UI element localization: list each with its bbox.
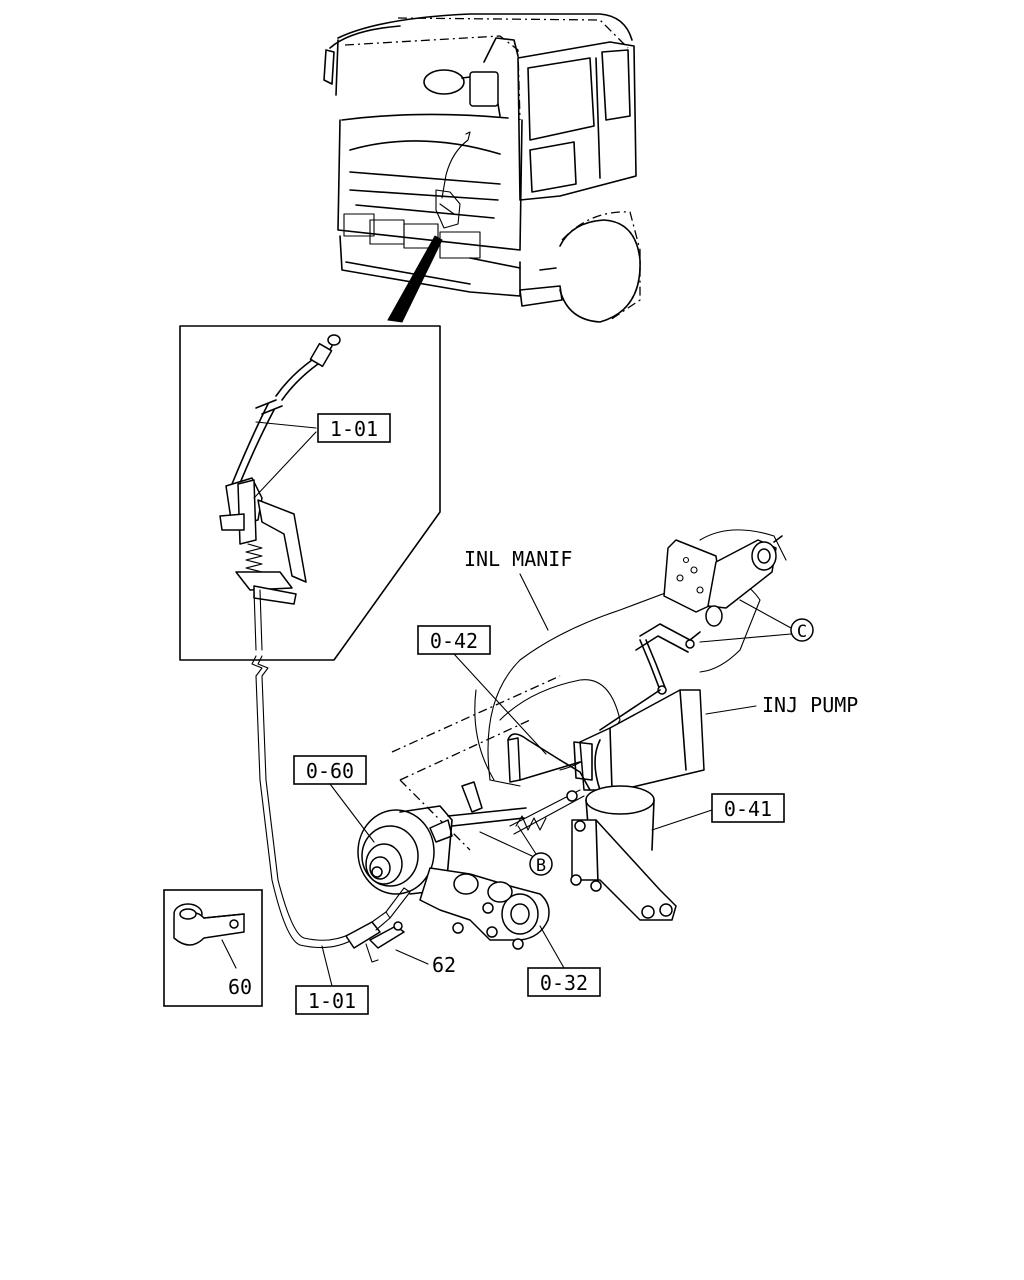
callouts: INL MANIF 0-42 C INJ PUMP 0-60 0-41 B 62 xyxy=(293,547,858,1015)
truck-cab-illustration xyxy=(323,13,641,323)
callout-bolt: 62 xyxy=(432,953,456,977)
label-ref-c: C xyxy=(797,622,807,642)
callout-throttle-link: 0-42 xyxy=(430,629,478,653)
label-injection-pump: INJ PUMP xyxy=(762,693,858,717)
callout-inset-cable: 1-01 xyxy=(330,417,378,441)
callout-exhaust-manifold: 0-32 xyxy=(540,971,588,995)
inset-detail: 1-01 xyxy=(179,325,441,661)
callout-clip-detail: 60 xyxy=(228,975,252,999)
callout-pump-bracket: 0-41 xyxy=(724,797,772,821)
callout-cable-bottom: 1-01 xyxy=(308,989,356,1013)
callout-generator: 0-60 xyxy=(306,759,354,783)
clip-detail-box: 60 xyxy=(163,889,263,1007)
label-inlet-manifold: INL MANIF xyxy=(464,547,572,571)
label-ref-b: B xyxy=(536,856,546,876)
throttle-cable xyxy=(251,655,353,949)
engine-assembly xyxy=(345,529,787,963)
